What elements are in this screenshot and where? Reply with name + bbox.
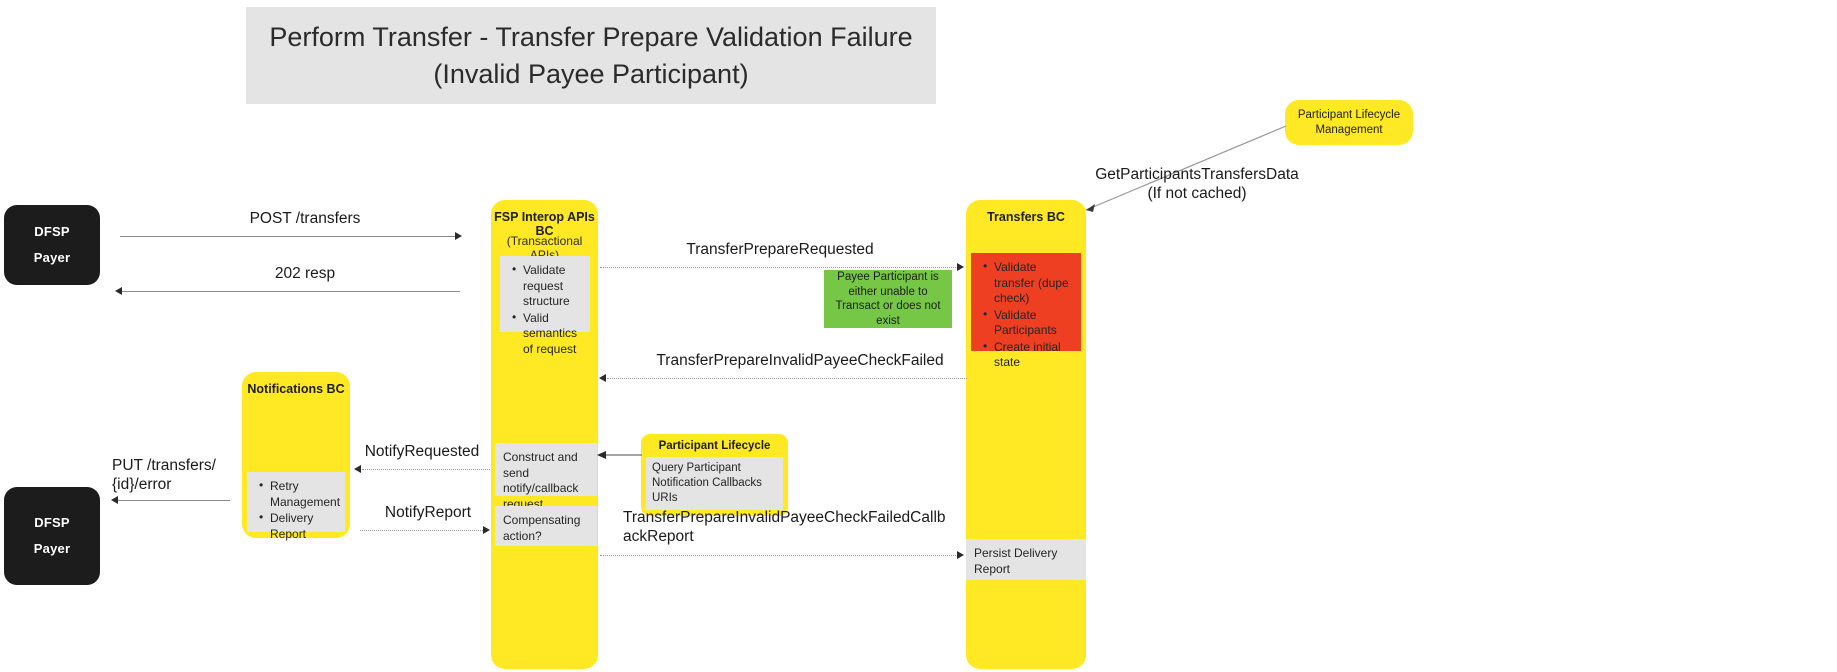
arrow-notify-requested	[354, 465, 361, 473]
message-line-202-resp	[122, 291, 460, 292]
arrow-202-resp	[115, 287, 122, 295]
panel-notifications-item: Retry Management	[259, 478, 340, 510]
arrow-notify-report	[483, 526, 490, 534]
actor-dfsp-payer-top-line1: DFSP	[34, 224, 70, 239]
panel-transfers-validation: Validate transfer (dupe check) Validate …	[971, 253, 1081, 369]
arrow-post-transfers	[455, 232, 462, 240]
actor-dfsp-payer-bottom[interactable]: DFSP Payer	[4, 487, 100, 585]
note-payee-participant-invalid-text: Payee Participant is either unable to Tr…	[835, 271, 941, 327]
message-label-get-participants-transfers-data: GetParticipantsTransfersData (If not cac…	[1095, 166, 1299, 202]
lifeline-fsp-interop-title: FSP Interop APIs BC	[494, 210, 595, 238]
message-line-callback-report	[600, 555, 958, 556]
panel-notifications-capabilities: Retry Management Delivery Report	[247, 472, 345, 541]
connector-note-to-fsp-interop	[597, 451, 642, 459]
panel-validate-request: Validate request structure Valid semanti…	[500, 256, 590, 356]
note-participant-lifecycle-body: Query Participant Notification Callbacks…	[646, 457, 783, 510]
message-line-notify-report	[360, 530, 485, 531]
connector-transfers-to-participant-lifecycle	[1085, 125, 1287, 212]
message-line-notify-requested	[362, 469, 490, 470]
arrow-callback-report	[957, 551, 964, 559]
panel-notifications-item: Delivery Report	[259, 510, 337, 542]
message-label-notify-report: NotifyReport	[384, 504, 472, 521]
message-label-transfer-prepare-requested: TransferPrepareRequested	[686, 241, 874, 258]
message-label-post-transfers: POST /transfers	[249, 210, 361, 227]
panel-validate-item: Valid semantics of request	[512, 310, 582, 358]
lifeline-notifications-title: Notifications BC	[247, 382, 345, 396]
message-label-put-transfers-error: PUT /transfers/ {id}/error	[112, 457, 216, 493]
lifeline-transfers-title: Transfers BC	[987, 210, 1065, 224]
message-label-invalid-payee-check-failed: TransferPrepareInvalidPayeeCheckFailed	[656, 352, 944, 369]
panel-compensating-action: Compensating action?	[495, 506, 597, 546]
message-line-post-transfers	[120, 236, 460, 237]
arrow-invalid-payee-check-failed	[599, 374, 606, 382]
panel-transfers-item: Create initial state	[983, 339, 1073, 371]
actor-dfsp-payer-bottom-line1: DFSP	[34, 515, 70, 530]
panel-validate-item: Validate request structure	[512, 262, 582, 310]
actor-dfsp-payer-top[interactable]: DFSP Payer	[4, 205, 100, 285]
note-participant-lifecycle-title: Participant Lifecycle	[658, 440, 771, 452]
message-label-202-resp: 202 resp	[274, 265, 336, 282]
message-line-invalid-payee-check-failed	[607, 378, 967, 379]
page-title-line1: Perform Transfer - Transfer Prepare Vali…	[269, 21, 913, 52]
message-line-put-transfers-error	[118, 500, 230, 501]
note-participant-lifecycle[interactable]: Participant Lifecycle Query Participant …	[641, 434, 788, 516]
actor-dfsp-payer-top-line2: Payer	[33, 250, 71, 265]
panel-transfers-item: Validate Participants	[983, 307, 1073, 339]
arrow-transfer-prepare-requested	[957, 263, 964, 271]
message-line-transfer-prepare-requested	[600, 267, 958, 268]
message-label-notify-requested: NotifyRequested	[364, 443, 480, 460]
box-participant-lifecycle-management-label: Participant Lifecycle Management	[1297, 108, 1401, 136]
message-label-callback-report: TransferPrepareInvalidPayeeCheckFailedCa…	[623, 509, 946, 545]
page-title-line2: (Invalid Payee Participant)	[433, 58, 749, 89]
panel-transfers-item: Validate transfer (dupe check)	[983, 259, 1073, 307]
page-title: Perform Transfer - Transfer Prepare Vali…	[246, 7, 936, 104]
panel-construct-notify-callback: Construct and send notify/callback reque…	[495, 443, 597, 511]
box-participant-lifecycle-management[interactable]: Participant Lifecycle Management	[1285, 100, 1413, 145]
arrow-put-transfers-error	[111, 496, 118, 504]
actor-dfsp-payer-bottom-line2: Payer	[33, 541, 71, 556]
panel-persist-delivery-report: Persist Delivery Report	[966, 539, 1086, 580]
note-payee-participant-invalid: Payee Participant is either unable to Tr…	[824, 270, 952, 328]
